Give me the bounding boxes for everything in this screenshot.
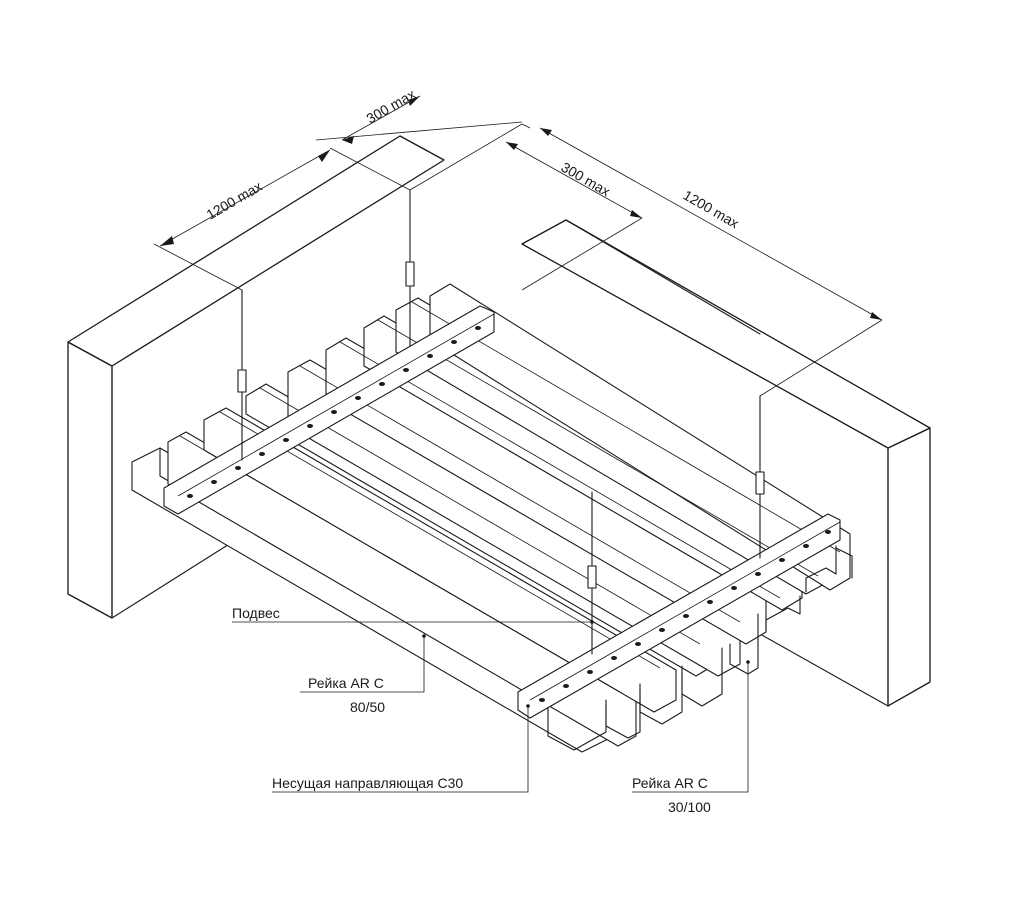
- carrier-rail-back: [163, 305, 495, 515]
- label-slat-small-name: Рейка AR C: [632, 775, 708, 791]
- dim-1200-left: 1200 max: [204, 178, 265, 223]
- label-slat-large-name: Рейка AR C: [308, 675, 384, 691]
- left-wall: [67, 135, 445, 619]
- label-hanger: Подвес: [232, 605, 280, 621]
- leader-lines: [232, 620, 750, 793]
- hangers: [237, 189, 765, 655]
- dimension-lines: [153, 95, 883, 397]
- dim-300-left: 300 max: [364, 86, 419, 127]
- label-slat-large-size: 80/50: [350, 699, 385, 715]
- label-carrier: Несущая направляющая С30: [272, 775, 463, 791]
- right-wall: [521, 219, 931, 707]
- carrier-rail-front: [517, 513, 841, 719]
- dim-1200-right: 1200 max: [681, 187, 742, 232]
- ceiling-slats: [131, 283, 851, 753]
- label-slat-small-size: 30/100: [668, 799, 711, 815]
